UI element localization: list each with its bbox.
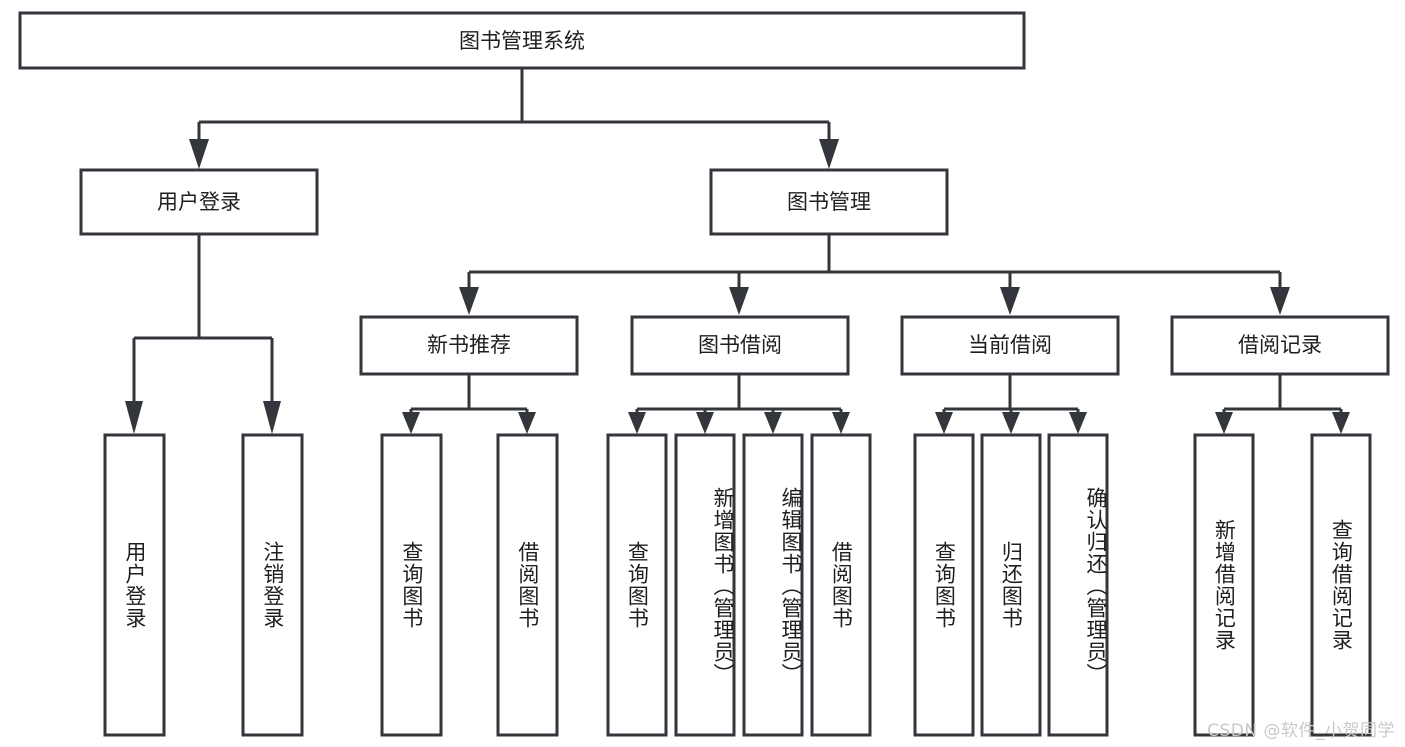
node-label: 图书借阅 [698, 333, 782, 357]
node-label: 图书管理系统 [459, 29, 585, 53]
node-box [630, 315, 850, 376]
node-box [79, 168, 319, 236]
watermark-text: CSDN @软件_小贺同学 [1207, 721, 1395, 741]
node-box [1047, 433, 1109, 737]
arrow-head-icon [935, 412, 953, 434]
arrow-head-icon [1069, 412, 1087, 434]
node-box [980, 433, 1042, 737]
leaf-node-borrowrecord-add[interactable] [1193, 433, 1255, 737]
node-label: 新书推荐 [427, 333, 511, 357]
leaf-node-user-login-logout[interactable] [241, 433, 304, 737]
arrow-head-icon [518, 412, 536, 434]
arrow-head-icon [832, 412, 850, 434]
leaf-node-user-login-login[interactable] [103, 433, 166, 737]
node-box [241, 433, 304, 737]
leaf-node-currentborrow-query[interactable] [913, 433, 975, 737]
node-box [1310, 433, 1372, 737]
leaf-node-bookborrow-edit[interactable] [742, 433, 804, 737]
leaf-node-currentborrow-return[interactable] [980, 433, 1042, 737]
arrow-head-icon [1000, 287, 1020, 315]
node-box [674, 433, 736, 737]
node-box [380, 433, 443, 737]
node-borrow-record[interactable]: 借阅记录 [1170, 315, 1390, 376]
connectors-borrowrecord-to-leaves [1215, 374, 1350, 434]
arrow-head-icon [729, 287, 749, 315]
arrow-head-icon [189, 139, 209, 169]
leaf-node-borrowrecord-query[interactable] [1310, 433, 1372, 737]
node-label: 图书管理 [787, 190, 871, 214]
arrow-head-icon [696, 412, 714, 434]
node-user-login[interactable]: 用户登录 [79, 168, 319, 236]
connectors-userlogin-to-leaves [125, 234, 281, 434]
connectors-currentborrow-to-leaves [935, 374, 1087, 434]
node-box [606, 433, 668, 737]
node-book-borrow[interactable]: 图书借阅 [630, 315, 850, 376]
node-label: 当前借阅 [968, 333, 1052, 357]
node-box [1170, 315, 1390, 376]
node-box [810, 433, 872, 737]
node-book-management[interactable]: 图书管理 [709, 168, 949, 236]
leaf-node-newbook-query[interactable] [380, 433, 443, 737]
leaf-node-currentborrow-confirm[interactable] [1047, 433, 1109, 737]
node-box [18, 11, 1026, 70]
arrow-head-icon [819, 139, 839, 169]
node-label: 借阅记录 [1238, 333, 1322, 357]
node-box [496, 433, 559, 737]
connectors-newbook-to-leaves [402, 374, 536, 434]
leaf-node-bookborrow-borrow[interactable] [810, 433, 872, 737]
arrow-head-icon [1215, 412, 1233, 434]
arrow-head-icon [1002, 412, 1020, 434]
connectors-root-to-level1 [189, 68, 839, 169]
arrow-head-icon [1332, 412, 1350, 434]
connectors-bookmgmt-to-level2 [459, 234, 1290, 315]
node-box [359, 315, 579, 376]
leaf-node-bookborrow-query[interactable] [606, 433, 668, 737]
node-box [913, 433, 975, 737]
node-current-borrow[interactable]: 当前借阅 [900, 315, 1120, 376]
node-box [900, 315, 1120, 376]
arrow-head-icon [764, 412, 782, 434]
node-new-book-recommend[interactable]: 新书推荐 [359, 315, 579, 376]
arrow-head-icon [402, 412, 420, 434]
node-box [1193, 433, 1255, 737]
node-label: 用户登录 [157, 190, 241, 214]
leaf-node-newbook-borrow[interactable] [496, 433, 559, 737]
arrow-head-icon [459, 287, 479, 315]
node-box [709, 168, 949, 236]
node-root-system[interactable]: 图书管理系统 [18, 11, 1026, 70]
arrow-head-icon [1270, 287, 1290, 315]
node-box [742, 433, 804, 737]
connectors-bookborrow-to-leaves [628, 374, 850, 434]
arrow-head-icon [125, 401, 143, 434]
node-box [103, 433, 166, 737]
arrow-head-icon [628, 412, 646, 434]
arrow-head-icon [263, 401, 281, 434]
leaf-node-bookborrow-add[interactable] [674, 433, 736, 737]
